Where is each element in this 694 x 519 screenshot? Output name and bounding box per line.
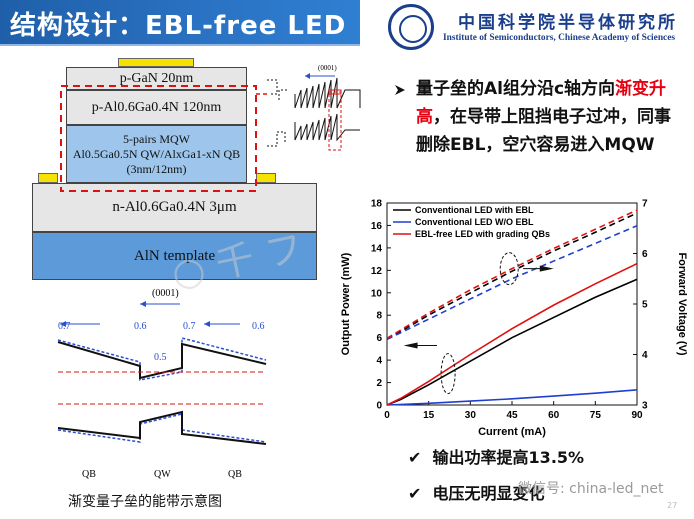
layer-pgan-label: p-GaN 20nm [119,70,194,86]
bullet-highlight: 渐变升高 [416,79,667,127]
mqw-thickness: (3nm/12nm) [126,161,187,176]
p-contact [118,58,194,67]
y-tick-label: 12 [371,266,383,277]
layer-template: AlN template [32,232,317,280]
bullet-paragraph: 量子垒的Al组分沿c轴方向渐变升高，在导带上阻挡电子过冲，同事删除EBL，空穴容… [416,75,678,159]
footer-watermark: 微信号: china-led_net [518,481,664,497]
al-fraction-4: 0.6 [252,321,265,332]
y-axis-label: Output Power (mW) [340,252,352,355]
voltage-callout-arrowhead [539,265,554,272]
title-bar: 结构设计：EBL-free LED [0,0,360,46]
institute-name-cn: 中国科学院半导体研究所 [458,13,678,33]
x-tick-label: 75 [590,410,602,421]
series-line-1 [386,389,638,406]
bullet-part3: ，在导带上阻挡电子过冲，同事删除EBL，空穴容易进入MQW [416,107,671,155]
layer-nalgan-label: n-Al0.6Ga0.4N 3μm [112,199,237,215]
region-label-qw: QW [154,469,171,480]
result-item-2-text: 电压无明显变化 [432,484,545,503]
y-tick-label: 6 [376,333,382,344]
bullet-part1: 量子垒的Al组分沿c轴方向 [416,79,616,99]
x-tick-label: 90 [631,410,643,421]
page-number: 27 [667,501,678,510]
check-icon: ✔ [408,448,422,467]
legend-label-0: Conventional LED with EBL [415,205,534,215]
institute-logo-icon [388,4,434,50]
legend-label-2: EBL-free LED with grading QBs [415,229,550,239]
region-label-qb-left: QB [82,469,96,480]
layer-mqw: 5-pairs MQW Al0.5Ga0.5N QW/AlxGa1-xN QB … [66,125,247,183]
y-tick-label: 10 [371,288,383,299]
series-line-5 [386,209,638,340]
y-tick-label: 16 [371,221,383,232]
y2-tick-label: 5 [642,300,648,311]
layer-palgan-label: p-Al0.6Ga0.4N 120nm [91,99,222,115]
layer-template-label: AlN template [133,247,216,264]
y-tick-label: 18 [371,199,383,210]
series-line-2 [386,262,638,406]
arrow-bullet-icon [395,85,405,95]
x-tick-label: 45 [506,410,518,421]
institute-name-en: Institute of Semiconductors, Chinese Aca… [443,33,676,43]
result-item-2: ✔ 电压无明显变化 [408,480,545,504]
al-fraction-1: 0.6 [134,321,147,332]
power-callout-arrowhead [403,342,418,349]
legend-label-1: Conventional LED W/O EBL [415,217,534,227]
check-icon: ✔ [408,484,422,503]
x-axis-label: Current (mA) [478,426,546,438]
mqw-title: 5-pairs MQW [123,131,190,146]
result-item-1: ✔ 输出功率提高13.5% [408,444,584,468]
y2-tick-label: 3 [642,401,648,412]
series-line-0 [386,278,638,406]
y-tick-label: 4 [376,356,382,367]
band-diagram-caption: 渐变量子垒的能带示意图 [68,494,222,510]
mqw-composition: Al0.5Ga0.5N QW/AlxGa1-xN QB [72,146,241,161]
layer-pgan: p-GaN 20nm [66,67,247,90]
y2-tick-label: 6 [642,249,648,260]
small-band-diagram: (0001) [267,64,361,151]
y-tick-label: 8 [376,311,382,322]
ebl-free-region-outline [60,85,268,192]
layer-nalgan: n-Al0.6Ga0.4N 3μm [32,183,317,232]
al-fraction-2: 0.5 [154,352,167,363]
result-item-1-text: 输出功率提高13.5% [432,448,585,467]
y2-tick-label: 7 [642,199,648,210]
y-tick-label: 2 [376,378,382,389]
n-contact-right [256,173,276,183]
al-fraction-3: 0.7 [183,321,196,332]
y2-tick-label: 4 [642,350,648,361]
y2-axis-label: Forward Voltage (V) [676,252,688,355]
x-tick-label: 15 [423,410,435,421]
x-tick-label: 30 [465,410,477,421]
graded-qb-band-diagram: (0001) 0.7 0.6 0.5 0.7 0.6 QB QW QB [57,288,267,480]
x-tick-label: 60 [548,410,560,421]
series-line-3 [386,212,638,341]
small-direction-label: (0001) [318,64,337,72]
n-contact-left [38,173,58,183]
region-label-qb-right: QB [228,469,242,480]
y-tick-label: 0 [376,401,382,412]
band-direction-label: (0001) [152,288,179,299]
layer-palgan: p-Al0.6Ga0.4N 120nm [66,90,247,125]
y-tick-label: 14 [371,243,383,254]
slide-title: 结构设计：EBL-free LED [10,11,347,41]
x-tick-label: 0 [384,410,390,421]
al-fraction-0: 0.7 [58,321,71,332]
